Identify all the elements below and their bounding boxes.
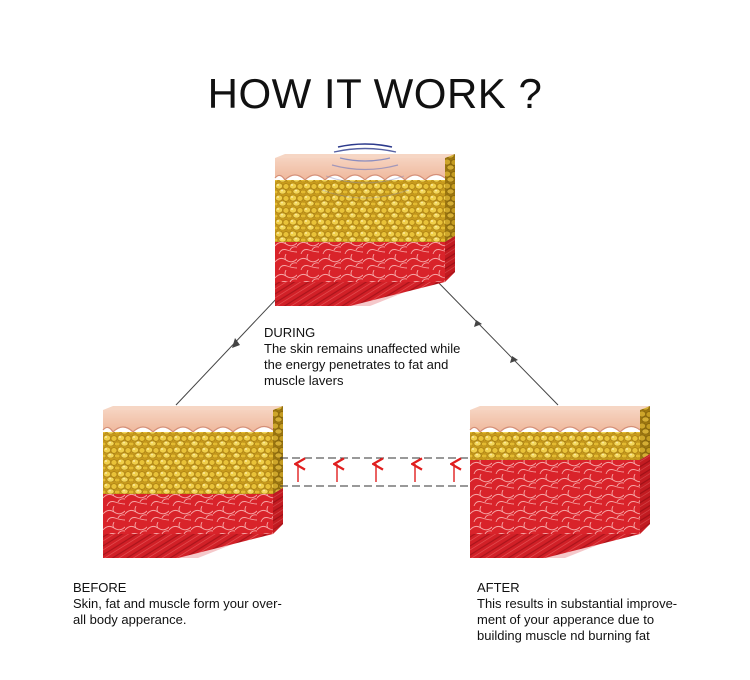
caption-after: AFTER This results in substantial improv… xyxy=(477,580,677,644)
energy-waves-icon xyxy=(321,143,409,199)
page-title: HOW IT WORK ? xyxy=(207,70,543,117)
caption-after-line-1: This results in substantial improve- xyxy=(477,596,678,611)
muscle-gain-indicator xyxy=(280,458,470,487)
caption-after-line-2: ment of your apperance due to xyxy=(477,612,655,627)
tissue-block-after xyxy=(469,406,650,558)
caption-during-line-1: The skin remains unaffected while xyxy=(264,341,461,356)
connector-during-after xyxy=(433,277,559,406)
caption-after-line-3: building muscle nd burning fat xyxy=(477,628,650,643)
caption-during-line-2: the energy penetrates to fat and xyxy=(264,357,449,372)
caption-during: DURING The skin remains unaffected while… xyxy=(264,325,460,389)
caption-before-line-1: Skin, fat and muscle form your over- xyxy=(73,596,282,611)
caption-during-heading: DURING xyxy=(264,325,316,340)
caption-during-line-3: muscle lavers xyxy=(264,373,344,388)
connector-arrow-down-2 xyxy=(510,356,518,363)
caption-before-line-2: all body apperance. xyxy=(73,612,187,627)
caption-before: BEFORE Skin, fat and muscle form your ov… xyxy=(73,580,282,628)
caption-before-heading: BEFORE xyxy=(73,580,127,595)
connector-arrow-down-1 xyxy=(474,320,482,327)
caption-after-heading: AFTER xyxy=(477,580,520,595)
tissue-block-during xyxy=(274,154,455,306)
tissue-block-before xyxy=(102,406,283,558)
connector-arrow-up xyxy=(232,338,240,348)
